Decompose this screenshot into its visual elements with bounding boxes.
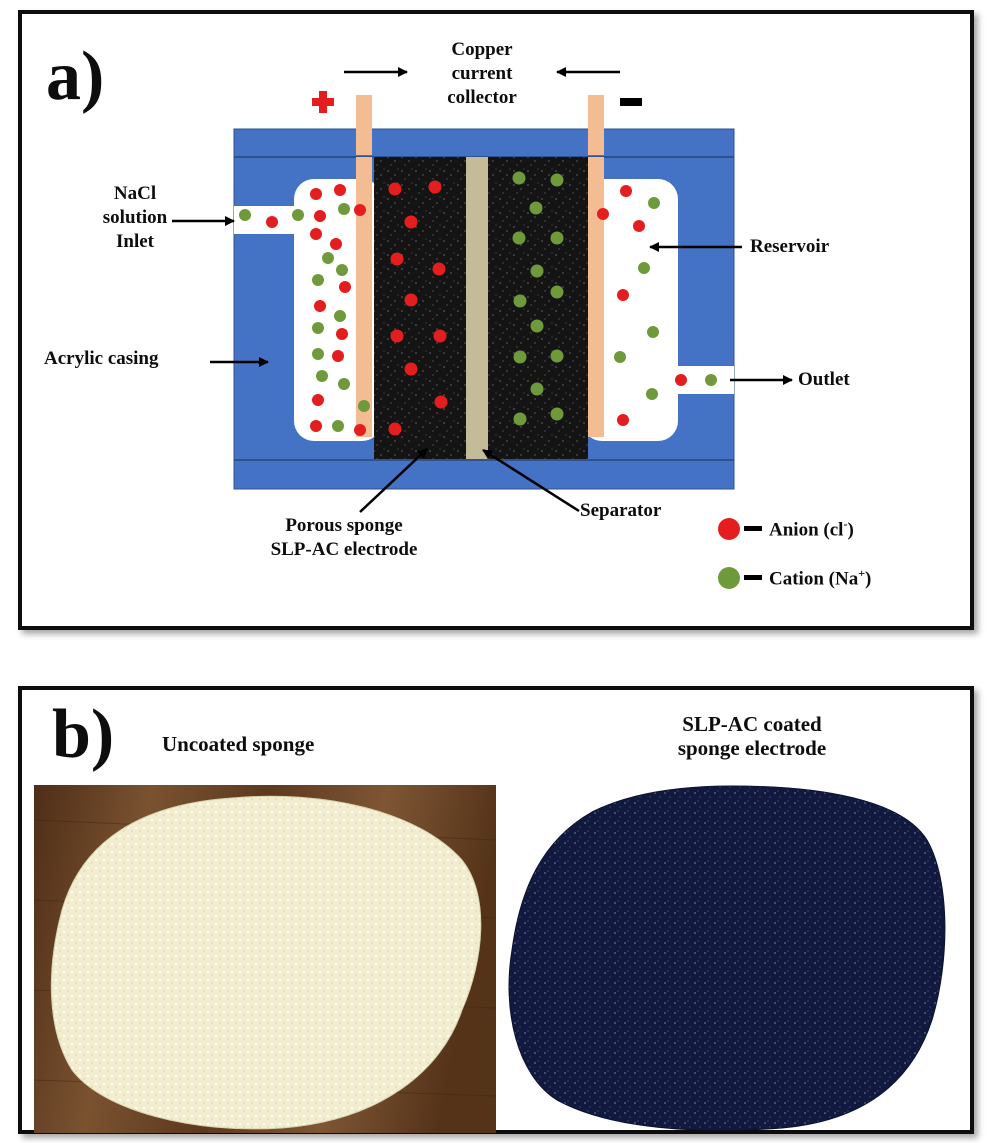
arrow-electrode bbox=[359, 448, 428, 513]
legend-cation-dash bbox=[744, 575, 762, 580]
inlet-label-line1: NaCl bbox=[113, 183, 157, 204]
legend-cation-sup: + bbox=[858, 566, 866, 580]
coated-caption: SLP-AC coated sponge electrode bbox=[622, 712, 882, 760]
ions-right-reservoir bbox=[597, 185, 717, 426]
coated-sponge bbox=[508, 785, 946, 1131]
legend-anion-label: Anion (cl-) bbox=[769, 517, 854, 541]
outlet-channel bbox=[662, 366, 734, 394]
cell-schematic bbox=[172, 67, 793, 589]
reservoir-label: Reservoir bbox=[750, 236, 830, 257]
outlet-label: Outlet bbox=[798, 369, 850, 390]
electrode-left bbox=[374, 157, 466, 459]
inlet-label-line2: solution bbox=[102, 207, 168, 228]
panel-a-letter: a) bbox=[46, 38, 105, 115]
ions-right-electrode bbox=[512, 171, 564, 426]
collector-right-tab bbox=[588, 95, 604, 155]
plus-sign bbox=[312, 91, 334, 113]
legend-cation-text: Cation (Na bbox=[769, 568, 859, 590]
sponge-photos bbox=[33, 785, 946, 1133]
legend-cation-tail: ) bbox=[865, 568, 872, 590]
electrode-label-line2: SLP-AC electrode bbox=[270, 539, 418, 560]
legend-anion-dot bbox=[718, 518, 740, 540]
arrow-separator bbox=[482, 448, 580, 513]
legend-cation-dot bbox=[718, 567, 740, 589]
legend-anion-tail: ) bbox=[847, 519, 854, 541]
collector-label-line3: collector bbox=[447, 87, 517, 108]
minus-sign bbox=[620, 98, 642, 106]
panel-b-sponge-photos: b) Uncoated sponge SLP-AC coated sponge … bbox=[18, 686, 974, 1134]
coated-caption-line2: sponge electrode bbox=[677, 736, 827, 760]
collector-left bbox=[356, 157, 372, 437]
acrylic-casing-label: Acrylic casing bbox=[44, 348, 159, 369]
legend-anion-sup: - bbox=[843, 517, 848, 531]
electrode-label-line1: Porous sponge bbox=[285, 515, 403, 536]
separator-label: Separator bbox=[580, 500, 662, 521]
panel-b-letter: b) bbox=[52, 696, 115, 773]
collector-right bbox=[588, 157, 604, 437]
electrode-label: Porous sponge SLP-AC electrode bbox=[244, 514, 444, 562]
inlet-label-line3: Inlet bbox=[116, 231, 154, 252]
inlet-label: NaCl solution Inlet bbox=[90, 182, 180, 254]
legend-cation-label: Cation (Na+) bbox=[769, 566, 871, 590]
legend-anion-dash bbox=[744, 526, 762, 531]
ions-left-reservoir bbox=[239, 184, 370, 436]
uncoated-sponge bbox=[50, 795, 482, 1130]
collector-label-line2: current bbox=[451, 63, 513, 84]
collector-label-line1: Copper bbox=[451, 39, 513, 60]
uncoated-caption: Uncoated sponge bbox=[162, 732, 315, 756]
panel-a-cell-diagram: a) bbox=[18, 10, 974, 630]
separator bbox=[466, 157, 488, 459]
ions-left-electrode bbox=[388, 180, 448, 436]
collector-left-tab bbox=[356, 95, 372, 155]
legend-anion-text: Anion (cl bbox=[769, 519, 844, 541]
coated-caption-line1: SLP-AC coated bbox=[682, 712, 822, 736]
collector-label: Copper current collector bbox=[422, 38, 542, 110]
